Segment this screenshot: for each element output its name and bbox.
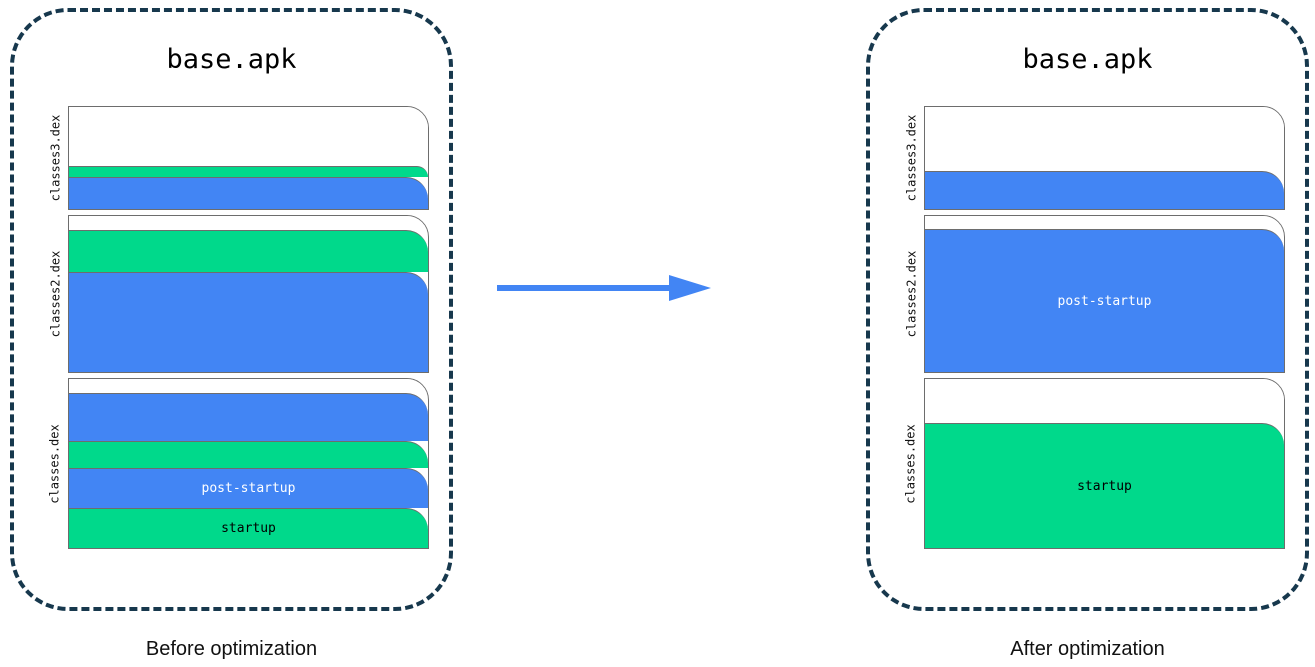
dex-segment-startup: startup <box>69 508 428 548</box>
dex-file-label: classes3.dex <box>898 106 924 210</box>
dex-file-row: classes3.dex <box>42 106 429 211</box>
dex-file-label: classes.dex <box>42 378 68 549</box>
caption-before: Before optimization <box>145 638 318 660</box>
dex-segment-label: startup <box>1077 478 1132 494</box>
dex-segment-startup <box>69 165 428 178</box>
dex-file-label: classes2.dex <box>42 215 68 373</box>
dex-stack-before: classes3.dex classes2.dex classes.dex post-… <box>42 106 429 549</box>
dex-file-box: startup <box>924 378 1285 549</box>
dex-segment-unused <box>925 216 1284 230</box>
dex-file-row: classes3.dex <box>898 106 1285 211</box>
dex-file-box <box>68 106 429 211</box>
dex-segment-startup <box>69 230 428 272</box>
dex-file-box: post-startup startup <box>68 378 429 549</box>
dex-file-row: classes.dex post-startup startup <box>42 378 429 549</box>
dex-segment-post-startup <box>69 177 428 210</box>
dex-file-label-text: classes2.dex <box>48 251 63 338</box>
dex-segment-label: post-startup <box>1057 293 1152 309</box>
apk-title-after: base.apk <box>1022 44 1153 75</box>
dex-file-label-text: classes2.dex <box>904 251 919 338</box>
dex-file-label-text: classes.dex <box>904 423 919 504</box>
dex-file-box <box>924 106 1285 211</box>
dex-file-label-text: classes3.dex <box>904 114 919 202</box>
dex-file-label: classes3.dex <box>42 106 68 210</box>
dex-segment-label: post-startup <box>201 481 296 497</box>
dex-segment-post-startup <box>69 393 428 442</box>
dex-segment-unused <box>69 107 428 166</box>
dex-segment-unused <box>925 379 1284 424</box>
dex-segment-startup <box>69 441 428 468</box>
dex-file-box: post-startup <box>924 215 1285 374</box>
dex-segment-post-startup <box>69 271 428 373</box>
caption-after: After optimization <box>1010 638 1165 660</box>
dex-file-label: classes.dex <box>898 378 924 549</box>
apk-title-before: base.apk <box>166 44 297 75</box>
dex-file-label-text: classes3.dex <box>48 114 63 202</box>
right-arrow-icon <box>497 273 714 303</box>
dex-segment-unused <box>69 379 428 394</box>
dex-segment-startup: startup <box>925 423 1284 548</box>
dex-segment-post-startup: post-startup <box>925 229 1284 373</box>
dex-segment-post-startup: post-startup <box>69 467 428 509</box>
dex-file-row: classes.dex startup <box>898 378 1285 549</box>
dex-file-row: classes2.dex post-startup <box>898 215 1285 374</box>
dex-segment-label: startup <box>221 521 276 537</box>
dex-file-box <box>68 215 429 374</box>
dex-segment-unused <box>69 216 428 231</box>
dex-segment-unused <box>925 107 1284 172</box>
dex-file-label: classes2.dex <box>898 215 924 373</box>
after-optimization-panel: base.apk classes3.dex classes2.dex post-st… <box>866 8 1309 611</box>
dex-segment-post-startup <box>925 171 1284 210</box>
dex-file-label-text: classes.dex <box>48 423 63 504</box>
dex-file-row: classes2.dex <box>42 215 429 374</box>
